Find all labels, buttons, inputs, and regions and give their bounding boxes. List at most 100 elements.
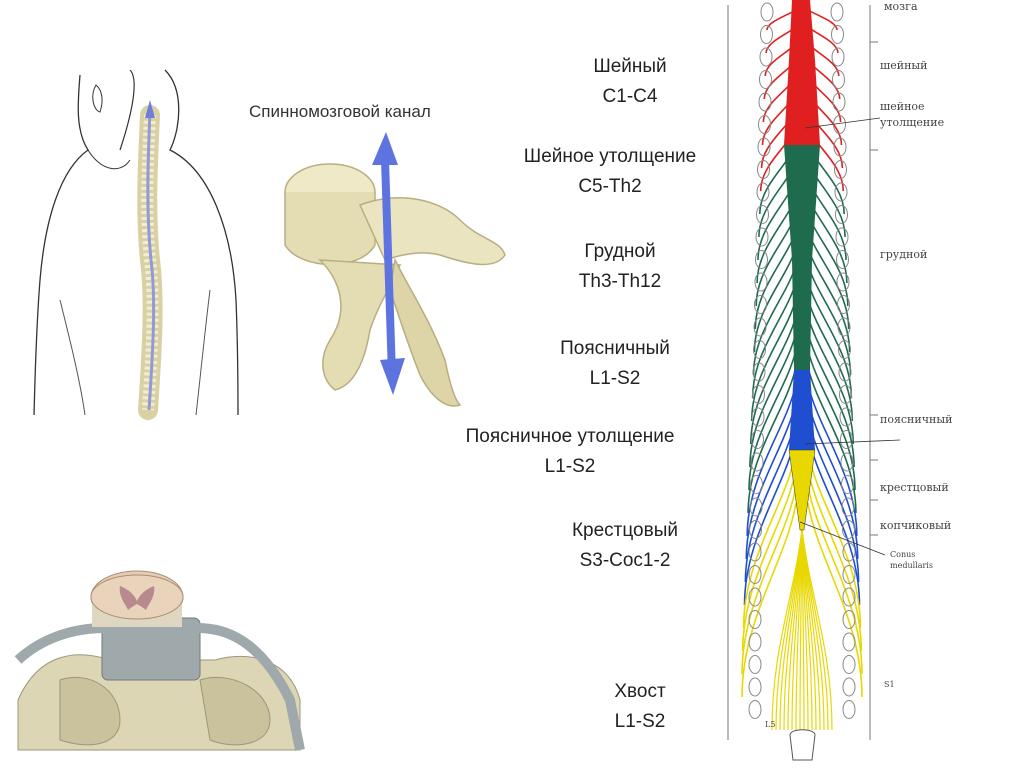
schematic-label-sacral: крестцовый: [880, 481, 949, 494]
nerve-root: [807, 383, 858, 537]
nerve-root: [807, 315, 854, 445]
label-cervical-enlargement-range: C5-Th2: [578, 176, 642, 197]
vertebral-foramen-ring: [840, 452, 854, 472]
vertebral-foramen-ring: [754, 272, 768, 292]
nerve-root: [741, 468, 797, 652]
vertebral-foramen-ring: [839, 385, 852, 404]
vertebral-foramen-ring: [750, 452, 764, 472]
schematic-label-conus-1: Conus: [890, 550, 916, 559]
vertebral-foramen-ring: [839, 407, 853, 427]
nerve-root: [750, 315, 797, 445]
vertebral-foramen-ring: [838, 362, 852, 382]
vertebral-foramen-ring: [757, 137, 771, 157]
vertebral-foramen-ring: [749, 497, 763, 517]
vertebral-foramen-ring: [842, 565, 856, 584]
schematic-label-conus-2: medullaris: [890, 561, 933, 570]
vertebral-column-drawing: [137, 100, 163, 420]
label-sacral-range: S3-Coc1-2: [579, 550, 671, 571]
label-sacral-name: Крестцовый: [571, 520, 678, 541]
vertebral-foramen-ring: [748, 700, 762, 719]
cord-lumbar-segment: [789, 370, 815, 450]
vertebral-foramen-ring: [748, 542, 762, 562]
schematic-label-cervical-enlargement-1: шейное: [880, 100, 925, 113]
vertebral-foramen-ring: [841, 475, 854, 494]
schematic-label-l5: L5: [765, 720, 776, 729]
vertebral-foramen-ring: [760, 25, 773, 44]
label-lumbar-enlargement-range: L1-S2: [544, 456, 596, 477]
vertebral-foramen-ring: [750, 475, 763, 494]
vertebral-foramen-ring: [832, 70, 845, 89]
vertebral-foramen-ring: [753, 317, 767, 337]
vertebral-foramen-ring: [749, 520, 762, 539]
nerve-root: [807, 264, 852, 376]
cord-sacral-segment: [788, 449, 816, 531]
cord-cervical-segment: [784, 0, 820, 145]
vertebral-foramen-ring: [842, 610, 856, 629]
schematic-label-coccygeal: копчиковый: [880, 519, 952, 532]
nerve-root: [748, 349, 797, 491]
vertebral-foramen-ring: [830, 2, 844, 22]
vertebral-foramen-ring: [842, 542, 856, 562]
cord-thoracic-segment: [784, 145, 820, 370]
label-cauda-range: L1-S2: [614, 711, 666, 732]
nerve-root: [749, 332, 797, 468]
vertebral-foramen-ring: [834, 182, 848, 202]
vertebral-foramen-ring: [836, 272, 850, 292]
vertebral-foramen-ring: [842, 632, 856, 652]
label-cervical-name: Шейный: [593, 56, 667, 77]
cauda-equina-strand: [801, 529, 833, 731]
vertebral-foramen-ring: [842, 587, 856, 607]
vertebral-foramen-ring: [756, 205, 769, 224]
vertebral-foramen-ring: [748, 677, 762, 697]
nerve-root: [807, 281, 853, 399]
vertebral-foramen-ring: [758, 115, 771, 134]
vertebral-foramen-ring: [752, 362, 766, 382]
vertebral-foramen-ring: [835, 227, 849, 247]
label-cervical-enlargement: Шейное утолщение C5-Th2: [480, 142, 740, 202]
vertebral-foramen-ring: [751, 430, 764, 449]
vertebral-foramen-ring: [838, 340, 851, 359]
vertebral-foramen-ring: [748, 610, 762, 629]
label-lumbar-enlargement: Поясничное утолщение L1-S2: [425, 422, 715, 482]
vertebral-foramen-ring: [759, 47, 773, 67]
label-thoracic: Грудной Th3-Th12: [545, 237, 695, 297]
nerve-root: [807, 349, 856, 491]
schematic-label-thoracic: грудной: [880, 248, 928, 261]
vertebral-foramen-ring: [758, 92, 772, 112]
vertebral-foramen-ring: [842, 700, 856, 719]
vertebral-foramen-ring: [842, 520, 855, 539]
nerve-root: [741, 502, 797, 698]
label-cervical-enlargement-name: Шейное утолщение: [523, 146, 697, 167]
nerve-root: [750, 298, 797, 422]
label-cauda: Хвост L1-S2: [585, 677, 695, 737]
vertebral-foramen-ring: [831, 25, 844, 44]
nerve-root: [741, 485, 797, 675]
vertebral-foramen-ring: [760, 2, 774, 22]
vertebral-foramen-ring: [837, 317, 851, 337]
vertebral-foramen-ring: [833, 137, 847, 157]
label-cervical: Шейный C1-C4: [575, 52, 685, 112]
label-lumbar-enlargement-name: Поясничное утолщение: [465, 426, 675, 447]
vertebral-foramen-ring: [755, 227, 769, 247]
label-lumbar: Поясничный L1-S2: [535, 334, 695, 394]
nerve-root: [807, 468, 863, 652]
schematic-label-cervical-enlargement-2: утолщение: [880, 116, 945, 129]
vertebral-foramen-ring: [748, 632, 762, 652]
label-sacral: Крестцовый S3-Coc1-2: [545, 516, 705, 576]
vertebral-foramen-ring: [754, 295, 767, 314]
nerve-root: [807, 9, 838, 31]
label-cervical-range: C1-C4: [602, 86, 658, 107]
vertebral-foramen-ring: [841, 497, 855, 517]
vertebral-foramen-ring: [831, 47, 845, 67]
vertebral-foramen-ring: [836, 250, 849, 269]
nerve-root: [807, 502, 863, 698]
label-cauda-name: Хвост: [614, 681, 666, 702]
vertebral-foramen-ring: [756, 182, 770, 202]
vertebral-foramen-ring: [751, 407, 765, 427]
nerve-root: [747, 366, 797, 514]
label-thoracic-name: Грудной: [584, 241, 656, 262]
vertebral-foramen-ring: [835, 205, 848, 224]
